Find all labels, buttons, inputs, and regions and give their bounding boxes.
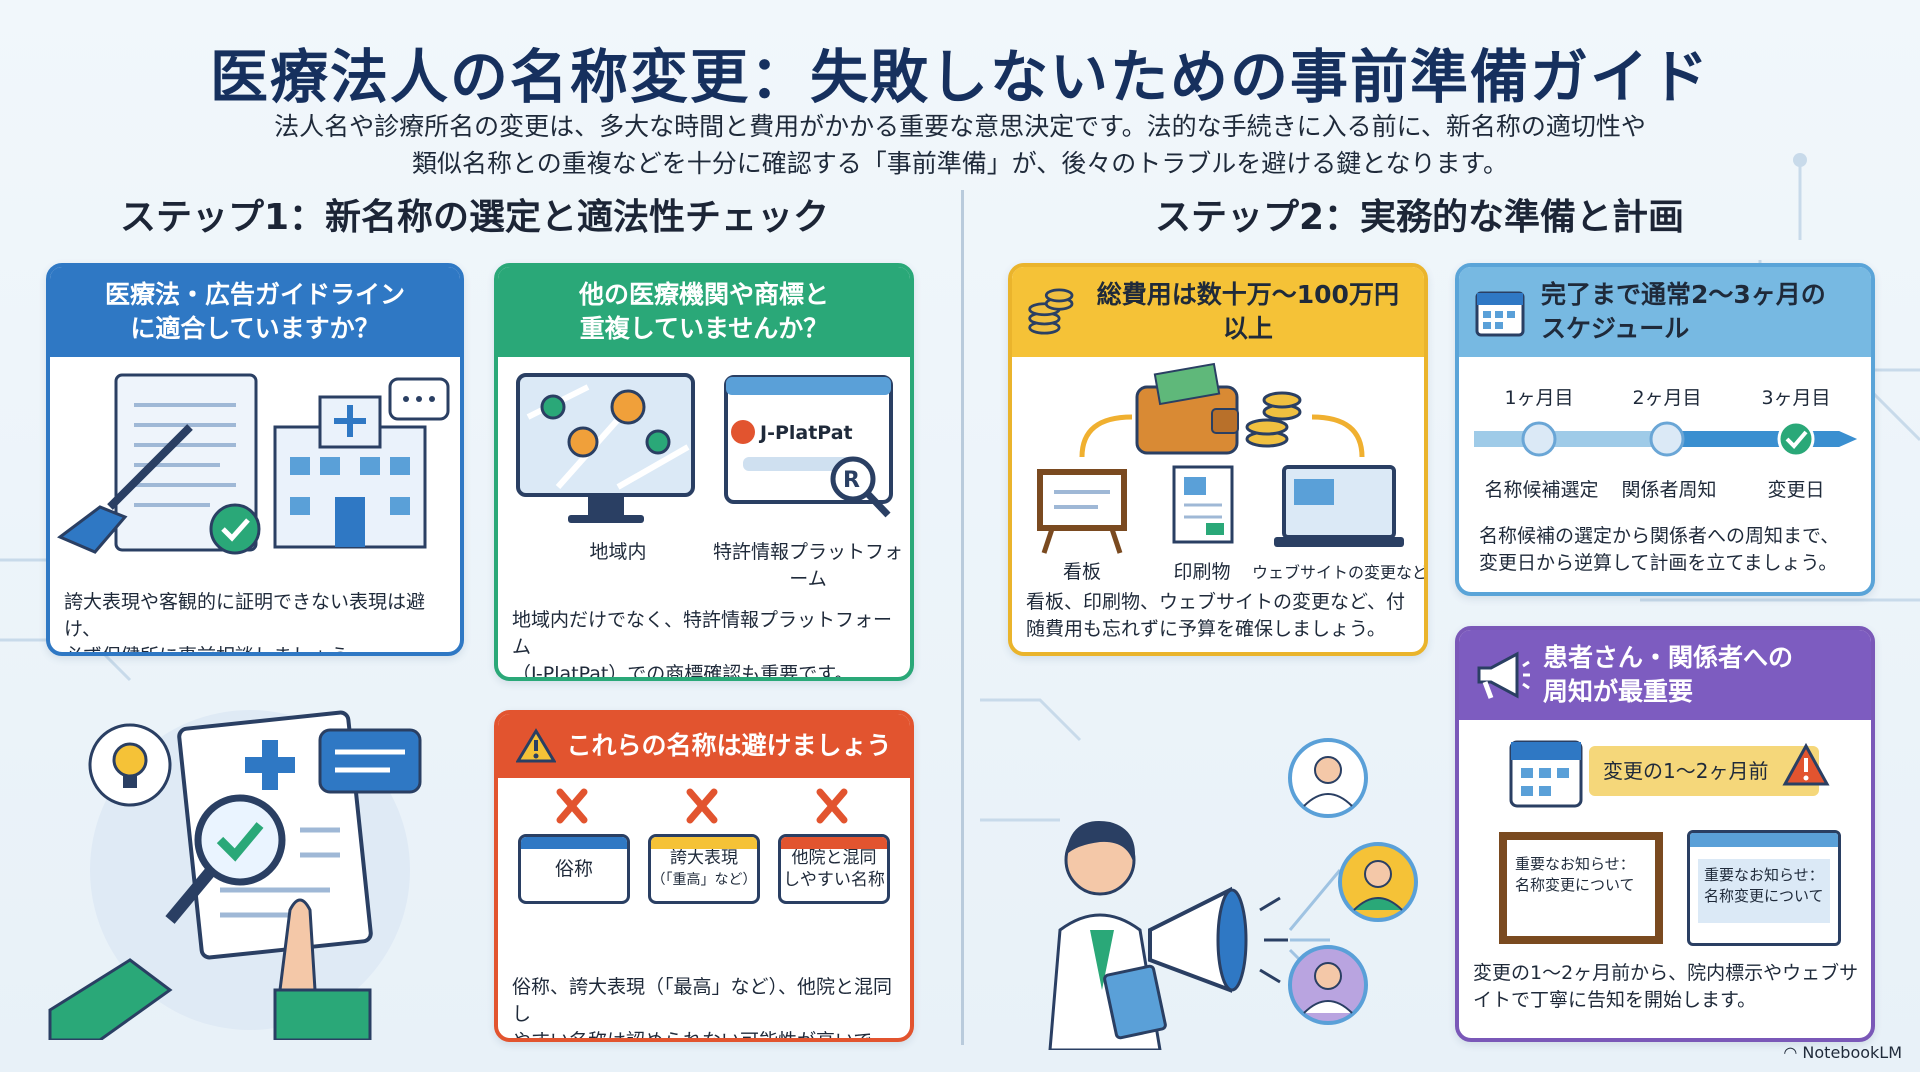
hospital-icon [273, 395, 427, 549]
map-pin-icon [540, 389, 671, 458]
magnifier-icon: R [830, 456, 891, 518]
megaphone-icon [1477, 651, 1530, 699]
card-cost-description: 看板、印刷物、ウェブサイトの変更など、付 随費用も忘れずに予算を確保しましょう。 [1026, 591, 1406, 640]
check-icon [1777, 420, 1815, 458]
page-subtitle: 法人名や診療所名の変更は、多大な時間と費用がかかる重要な意思決定です。法的な手続… [274, 112, 1646, 178]
cost-items-illustration [1037, 362, 1404, 554]
calendar-icon [1475, 291, 1525, 337]
avoid-box-exaggeration: 誇大表現（「重高」など） [648, 834, 760, 904]
cross-icon [556, 788, 848, 824]
document-hospital-illustration [57, 373, 450, 555]
step2-heading: ステップ2：実務的な準備と計画 [1155, 197, 1685, 238]
cross-marks [556, 788, 848, 824]
step-candidate-selection: 名称候補選定 [1484, 479, 1599, 501]
jplatpat-logo-text: J-PlatPat [758, 422, 853, 444]
page-title: 医療法人の名称変更：失敗しないための事前準備ガイド [209, 43, 1710, 111]
doctor-megaphone-illustration [1048, 738, 1418, 1050]
speech-bubble-icon [318, 728, 422, 794]
card-law-description: 誇大表現や客観的に証明できない表現は避け、 必ず保健所に事前相談しましょう。 [64, 591, 426, 656]
laptop-web-icon [1274, 465, 1404, 547]
person-avatar-2 [1338, 842, 1418, 922]
notice-website-window: 重要なお知らせ： 名称変更について [1687, 830, 1841, 946]
label-website-change: ウェブサイトの変更など [1252, 563, 1428, 582]
check-badge-icon [209, 503, 261, 555]
card-schedule-header: 完了まで通常2〜3ヶ月のスケジュール [1459, 267, 1871, 357]
warning-icon [1782, 742, 1830, 786]
warning-icon [516, 728, 557, 763]
printed-matter-icon [1172, 465, 1234, 544]
person-avatar-3 [1288, 945, 1368, 1025]
card-notice-header: 患者さん・関係者への周知が最重要 [1459, 630, 1871, 720]
calendar-icon [1509, 740, 1583, 808]
card-schedule: 完了まで通常2〜3ヶ月のスケジュール 1ヶ月目 2ヶ月目 3ヶ月目 名称候補選定… [1455, 263, 1875, 596]
label-printed-matter: 印刷物 [1173, 561, 1231, 583]
doctor-icon [1048, 820, 1167, 1050]
browser-window-icon: J-PlatPat R [724, 375, 893, 518]
card-notice: 患者さん・関係者への周知が最重要 変更の1〜2ヶ月前 重要なお知らせ： 名称変更… [1455, 626, 1875, 1042]
label-patent-platform: 特許情報プラットフォーム [712, 541, 903, 590]
lightbulb-icon [88, 723, 172, 807]
card-avoid-names: これらの名称は避けましょう 俗称 誇大表現（「重高」など） 他院と混同しやすい名… [494, 710, 914, 1042]
card-law-header: 医療法・広告ガイドライン に適合していますか？ [50, 267, 460, 357]
label-signboard: 看板 [1062, 561, 1101, 583]
timeline-bar [1474, 420, 1857, 458]
svg-text:R: R [843, 468, 860, 493]
month-2-label: 2ヶ月目 [1632, 387, 1702, 409]
card-duplication-check: 他の医療機関や商標と 重複していませんか？ J-PlatPat R 地域内 特許… [494, 263, 914, 681]
label-local-area: 地域内 [589, 541, 647, 563]
avoid-box-slang: 俗称 [518, 834, 630, 904]
timeline-point-1 [1521, 421, 1557, 457]
wallet-icon [1135, 362, 1239, 455]
step-stakeholder-notice: 関係者周知 [1621, 479, 1717, 501]
card-dup-header: 他の医療機関や商標と 重複していませんか？ [498, 267, 910, 357]
card-avoid-description: 俗称、誇大表現（「最高」など）、他院と混同し やすい名称は認められない可能性が高… [512, 976, 893, 1042]
card-avoid-header: これらの名称は避けましょう [498, 714, 910, 778]
card-law-compliance: 医療法・広告ガイドライン に適合していますか？ 誇大表現や客観的に証明できない表… [46, 263, 464, 656]
chat-bubble-icon [388, 377, 450, 421]
document-icon [114, 373, 258, 552]
card-schedule-description: 名称候補の選定から関係者への周知まで、 変更日から逆算して計画を立てましょう。 [1479, 525, 1840, 574]
notebooklm-logo-icon: ◠ [1783, 1043, 1798, 1062]
month-1-label: 1ヶ月目 [1504, 387, 1574, 409]
map-monitor-icon [516, 373, 695, 523]
coins-icon [1245, 391, 1302, 448]
notice-board: 重要なお知らせ： 名称変更について [1499, 832, 1663, 944]
pointing-hand-icon [273, 898, 372, 1040]
card-cost-header: 総費用は数十万〜100万円以上 [1012, 267, 1424, 357]
magnifier-check-icon [165, 794, 286, 924]
coin-stack-icon [1028, 288, 1074, 335]
card-notice-description: 変更の1〜2ヶ月前から、院内標示やウェブサ イトで丁寧に告知を開始します。 [1473, 962, 1859, 1011]
card-total-cost: 総費用は数十万〜100万円以上 看板 印刷物 ウェブサイトの変更など 看板、印刷… [1008, 263, 1428, 656]
signboard-icon [1037, 469, 1127, 554]
section-divider [961, 190, 964, 1045]
map-patent-illustration: J-PlatPat R [516, 373, 893, 523]
step1-heading: ステップ1：新名称の選定と適法性チェック [120, 197, 830, 238]
notebooklm-brand: ◠ NotebookLM [1783, 1043, 1902, 1062]
pen-hand-icon [57, 424, 193, 554]
document-review-illustration [48, 710, 422, 1040]
megaphone-icon [1148, 886, 1288, 993]
avoid-box-confusing: 他院と混同しやすい名称 [778, 834, 890, 904]
notice-timing-badge: 変更の1〜2ヶ月前 [1589, 746, 1819, 796]
month-3-label: 3ヶ月目 [1761, 387, 1831, 409]
step-change-date: 変更日 [1767, 479, 1825, 501]
card-dup-description: 地域内だけでなく、特許情報プラットフォーム （J-PlatPat）での商標確認も… [512, 609, 893, 681]
timeline-point-2 [1649, 421, 1685, 457]
person-avatar-1 [1288, 738, 1368, 818]
